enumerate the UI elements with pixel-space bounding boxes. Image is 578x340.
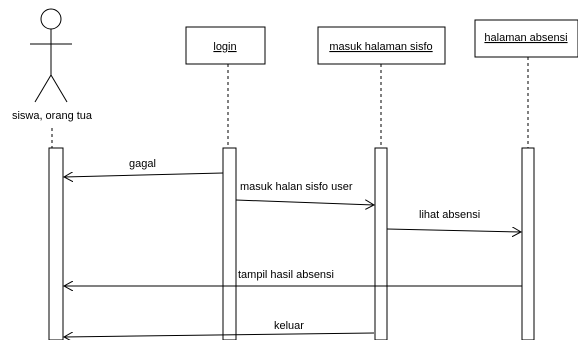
activation-absensi	[521, 147, 535, 340]
object-login-label: login	[213, 41, 236, 53]
object-halaman-absensi: halaman absensi	[474, 19, 578, 58]
object-login: login	[185, 26, 266, 65]
message-lihat-arrow	[386, 229, 521, 232]
actor-label: siswa, orang tua	[12, 110, 93, 122]
message-masuk-label: masuk halan sisfo user	[240, 181, 353, 193]
message-keluar-arrow	[64, 333, 375, 337]
object-sisfo-label: masuk halaman sisfo	[329, 41, 432, 53]
object-masuk-halaman-sisfo: masuk halaman sisfo	[317, 26, 446, 65]
message-lihat-label: lihat absensi	[419, 209, 480, 221]
message-tampil-label: tampil hasil absensi	[238, 269, 334, 281]
activation-actor	[48, 147, 64, 340]
message-keluar-label: keluar	[274, 320, 304, 332]
activation-sisfo	[374, 147, 388, 340]
activation-login	[222, 147, 237, 340]
message-gagal-label: gagal	[129, 158, 156, 170]
message-gagal-arrow	[64, 173, 224, 177]
message-masuk-arrow	[235, 199, 374, 205]
object-absensi-label: halaman absensi	[484, 32, 567, 44]
actor-stick-figure	[30, 8, 72, 103]
